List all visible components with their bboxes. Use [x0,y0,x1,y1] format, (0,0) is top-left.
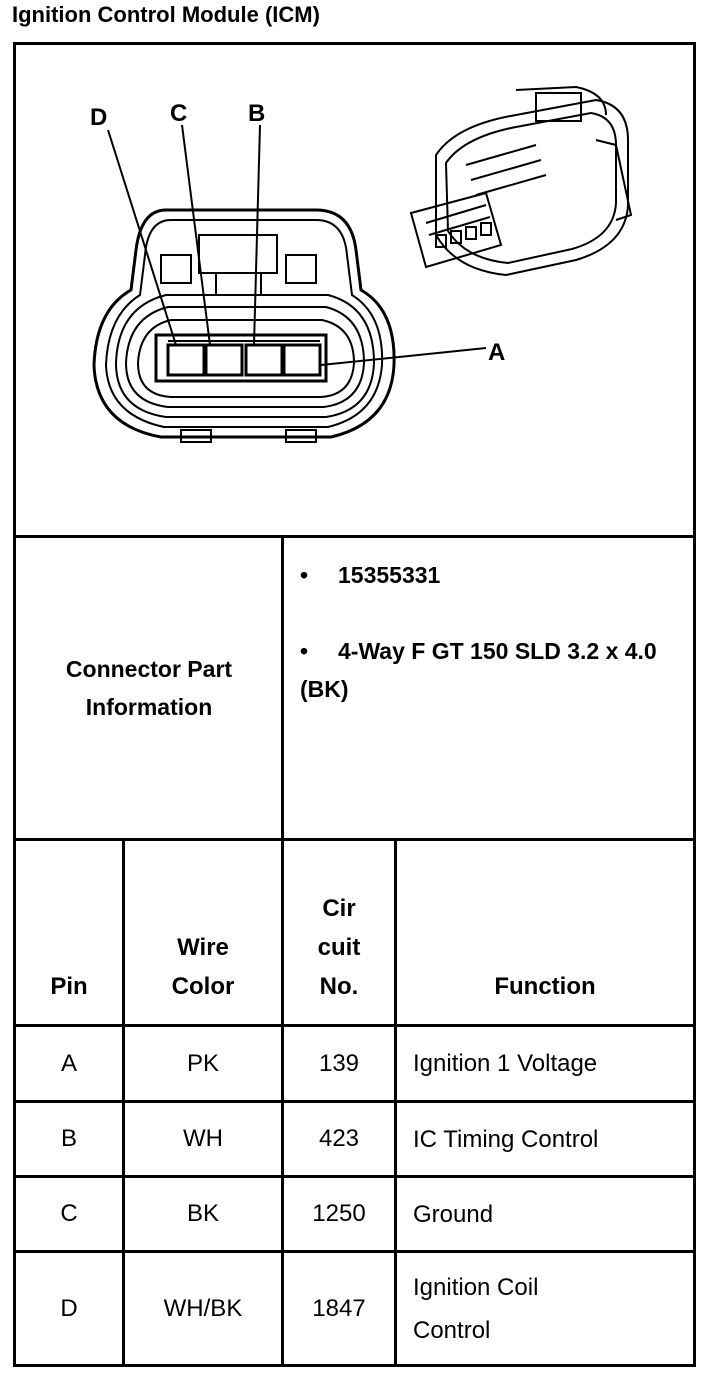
connector-table [13,42,696,1367]
part-number: 15355331 [338,562,441,588]
divider [13,535,696,538]
table-row-function: Ignition Coil Control [413,1273,539,1344]
table-row-function: Ground [413,1200,494,1228]
divider [394,838,397,1367]
pin-label-c: C [170,100,187,127]
table-row-wire-color: WH [183,1125,223,1152]
header-wire-color: Wire Color [171,934,235,1000]
connector-3d-view [409,85,633,277]
table-row-wire-color: PK [186,1049,219,1077]
divider [122,838,125,1367]
table-row-circuit: 1250 [312,1200,366,1227]
table-row-function: Ignition 1 Voltage [413,1050,598,1077]
table-row-pin: D [60,1294,78,1322]
divider [13,838,696,841]
connector-part-info-list: •15355331 •4-Way F GT 150 SLD 3.2 x 4.0 … [300,556,680,708]
table-row-pin: A [60,1049,77,1077]
divider [13,1175,696,1178]
pin-label-d: D [90,104,107,131]
table-row-pin: C [60,1200,78,1227]
connector-type: 4-Way F GT 150 SLD 3.2 x 4.0 (BK) [300,638,657,702]
table-row-wire-color: WH/BK [163,1294,243,1322]
table-row-circuit: 139 [318,1049,360,1077]
table-row-circuit: 1847 [312,1294,366,1322]
connector-diagram: D C B A [90,85,633,443]
table-row-circuit: 423 [318,1125,360,1152]
divider [13,1100,696,1103]
table-row-pin: B [60,1125,77,1152]
pin-label-b: B [248,100,265,127]
connector-part-info-label: Connector Part Information [65,656,233,720]
page-title: Ignition Control Module (ICM) [12,2,320,27]
header-circuit-no: Cir cuit No. [317,895,361,1000]
divider [13,1024,696,1027]
header-function: Function [494,973,596,1000]
header-pin: Pin [50,973,88,1000]
divider [13,1250,696,1253]
list-item: •4-Way F GT 150 SLD 3.2 x 4.0 (BK) [300,638,657,702]
divider [281,535,284,1367]
list-item: •15355331 [300,562,441,588]
table-row-wire-color: BK [186,1200,219,1227]
table-row-function: IC Timing Control [413,1125,599,1153]
pin-label-a: A [488,339,505,366]
